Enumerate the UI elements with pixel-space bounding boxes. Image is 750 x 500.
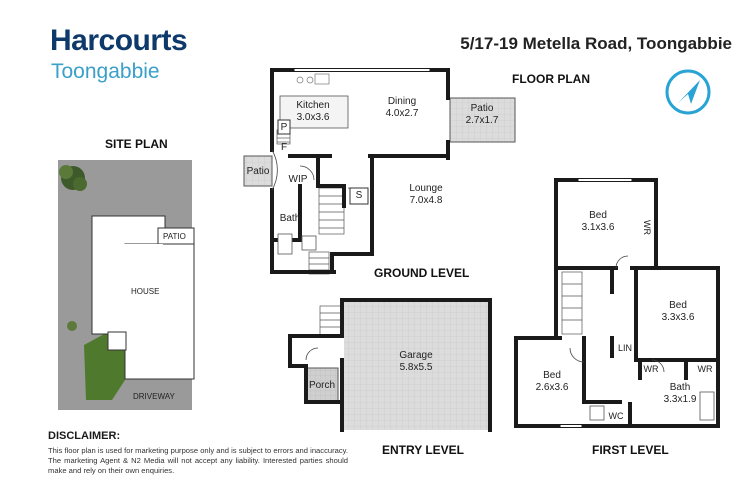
disclaimer-text: This floor plan is used for marketing pu… [48,446,348,475]
porch-floor [305,367,339,403]
disclaimer-title: DISCLAIMER: [48,430,121,442]
ground-level-plan [243,68,516,275]
room-garage: Garage 5.8x5.5 [386,350,446,374]
shrub-icon [67,321,77,331]
entry-level-title: ENTRY LEVEL [382,443,465,457]
entry-level-plan [288,298,492,432]
patio-back-floor [449,97,516,143]
room-patio-back-size: 2.7x1.7 [465,115,499,126]
room-patio-back: Patio 2.7x1.7 [452,103,512,127]
patio-side-floor [243,155,273,187]
room-bath-ground: Bath [279,213,301,224]
first-level-title: FIRST LEVEL [592,443,669,457]
room-bed-3-name: Bed [543,370,561,381]
room-bath-first-name: Bath [669,382,691,393]
room-dining-name: Dining [387,96,417,107]
site-patio-label: PATIO [163,232,186,241]
room-bed-1-name: Bed [589,210,607,221]
storage-label: S [355,190,363,201]
room-bed-3: Bed 2.6x3.6 [522,370,582,394]
brand-logo: Harcourts [50,24,188,57]
first-level-plan [514,178,720,428]
property-address: 5/17-19 Metella Road, Toongabbie [460,34,732,53]
room-lounge: Lounge 7.0x4.8 [396,183,456,207]
site-plan [58,160,195,410]
room-lounge-size: 7.0x4.8 [409,195,443,206]
room-bed-2-size: 3.3x3.6 [661,312,695,323]
site-house-label: HOUSE [131,287,160,296]
brand-office: Toongabbie [51,60,160,83]
robe-label-1: WR [642,220,652,235]
room-bed-1: Bed 3.1x3.6 [568,210,628,234]
room-kitchen-size: 3.0x3.6 [296,112,330,123]
room-bed-2: Bed 3.3x3.6 [648,300,708,324]
room-lounge-name: Lounge [409,183,443,194]
room-bath-first-size: 3.3x1.9 [663,394,697,405]
north-arrow-icon [665,69,711,115]
site-driveway-label: DRIVEWAY [133,392,175,401]
garage-floor [344,302,488,430]
linen-label: LIN [617,343,632,353]
room-bed-3-size: 2.6x3.6 [535,382,569,393]
room-garage-size: 5.8x5.5 [399,362,433,373]
fridge-label: F [280,142,288,153]
room-patio-back-name: Patio [470,103,494,114]
room-patio-side: Patio [246,166,270,177]
robe-label-3: WR [697,364,713,374]
wc-label: WC [608,411,624,421]
room-kitchen-name: Kitchen [296,100,330,111]
room-porch: Porch [308,380,336,391]
pantry-label: P [280,122,288,133]
ground-level-title: GROUND LEVEL [374,266,470,280]
robe-label-2: WR [643,364,659,374]
room-bed-2-name: Bed [669,300,687,311]
site-plan-title: SITE PLAN [105,137,168,151]
room-dining-size: 4.0x2.7 [385,108,419,119]
room-kitchen: Kitchen 3.0x3.6 [286,100,340,124]
room-dining: Dining 4.0x2.7 [372,96,432,120]
room-bed-1-size: 3.1x3.6 [581,222,615,233]
room-garage-name: Garage [399,350,433,361]
room-bath-first: Bath 3.3x1.9 [656,382,704,406]
room-wip: WIP [288,174,308,185]
floor-plan-title: FLOOR PLAN [512,72,590,86]
